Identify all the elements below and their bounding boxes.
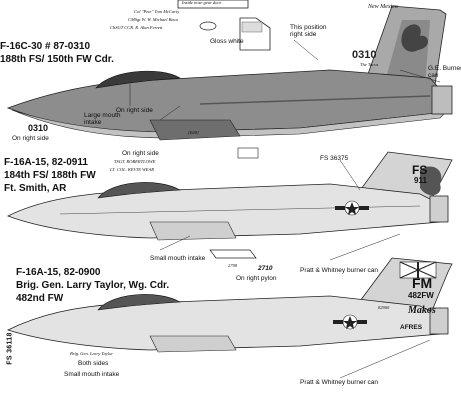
position-note: This position right side	[290, 24, 327, 38]
aircraft-2-crew-1: TSGT. ROBERTLOWE	[114, 159, 156, 164]
ge-burner-label: G.E. Burner can	[428, 65, 461, 79]
aircraft-2-pw-burner: Pratt & Whitney burner can	[300, 267, 379, 274]
aircraft-1-crew-1: Col "Pete" Tom McCarty	[134, 9, 180, 14]
aircraft-1-nose-number: 0310	[28, 123, 49, 133]
aircraft-1-profile	[6, 5, 453, 141]
aircraft-2-profile	[6, 151, 453, 241]
nose-gear-door-label: Inside nose gear door	[182, 0, 222, 5]
aircraft-1-crew-2: CMSgt W. W. Michael Baca	[128, 17, 178, 22]
aircraft-1-subtitle: 188th FS/ 150th FW Cdr.	[0, 54, 114, 65]
aircraft-2-fs-code: FS 36375	[320, 155, 349, 162]
aircraft-3-tail-code: FM	[412, 275, 433, 291]
aircraft-2-title: F-16A-15, 82-0911	[4, 157, 88, 168]
pylon-number-1: 2798	[228, 263, 237, 268]
aircraft-3-subtitle: Brig. Gen. Larry Taylor, Wg. Cdr.	[16, 280, 170, 291]
aircraft-1-tail-sub: The Tacos	[360, 62, 379, 67]
aircraft-1-crew-3: ChSGT CCR. R. Alan Ferrett	[110, 25, 163, 30]
both-sides-label: Both sides	[78, 360, 109, 367]
aircraft-3-profile	[6, 257, 453, 353]
aircraft-2-crew-2: LT. COL. KEVIN WEAR	[110, 167, 154, 172]
large-intake-label: Large mouth intake	[84, 112, 121, 126]
aircraft-2-location: Ft. Smith, AR	[4, 183, 67, 194]
aircraft-3-pilot-name: Brig. Gen. Larry Taylor	[70, 351, 113, 356]
aircraft-3-wing: 482nd FW	[16, 293, 64, 304]
aircraft-3-pw-burner: Pratt & Whitney burner can	[300, 379, 379, 386]
aircraft-1-on-right-side: On right side	[116, 107, 153, 114]
aircraft-2-subtitle: 184th FS/ 188th FW	[4, 170, 96, 181]
aircraft-1-tail-number: 0310	[352, 49, 377, 61]
aircraft-3-serial: 82900	[378, 305, 390, 310]
aircraft-2-on-right-side: On right side	[122, 150, 159, 157]
aircraft-1-small-code: [B48]	[188, 130, 199, 135]
aircraft-1-title: F-16C-30 # 87-0310	[0, 41, 91, 52]
aircraft-2-tail-code: FS	[412, 163, 428, 177]
aircraft-3-small-intake: Small mouth intake	[64, 371, 120, 378]
right-pylon-label: On right pylon	[236, 275, 277, 282]
nose-gear-door-decal	[177, 0, 271, 51]
aircraft-2-small-intake: Small mouth intake	[150, 255, 206, 262]
aircraft-1-nose-right-side: On right side	[12, 135, 49, 142]
gloss-white-label: Gloss white	[210, 38, 244, 45]
aircraft-3-afres: AFRES	[400, 324, 423, 331]
aircraft-3-title: F-16A-15, 82-0900	[16, 267, 101, 278]
side-code: FS 36118	[6, 332, 14, 365]
aircraft-3-tail-sub: 482FW	[408, 291, 434, 300]
leader-lines	[129, 39, 441, 379]
pylon-number-2: 2710	[258, 265, 273, 272]
aircraft-3-makos: Makos	[408, 305, 436, 316]
state-label: New Mexico	[368, 4, 398, 10]
aircraft-2-tail-number: 911	[414, 176, 427, 185]
pylon-decal	[209, 147, 259, 259]
